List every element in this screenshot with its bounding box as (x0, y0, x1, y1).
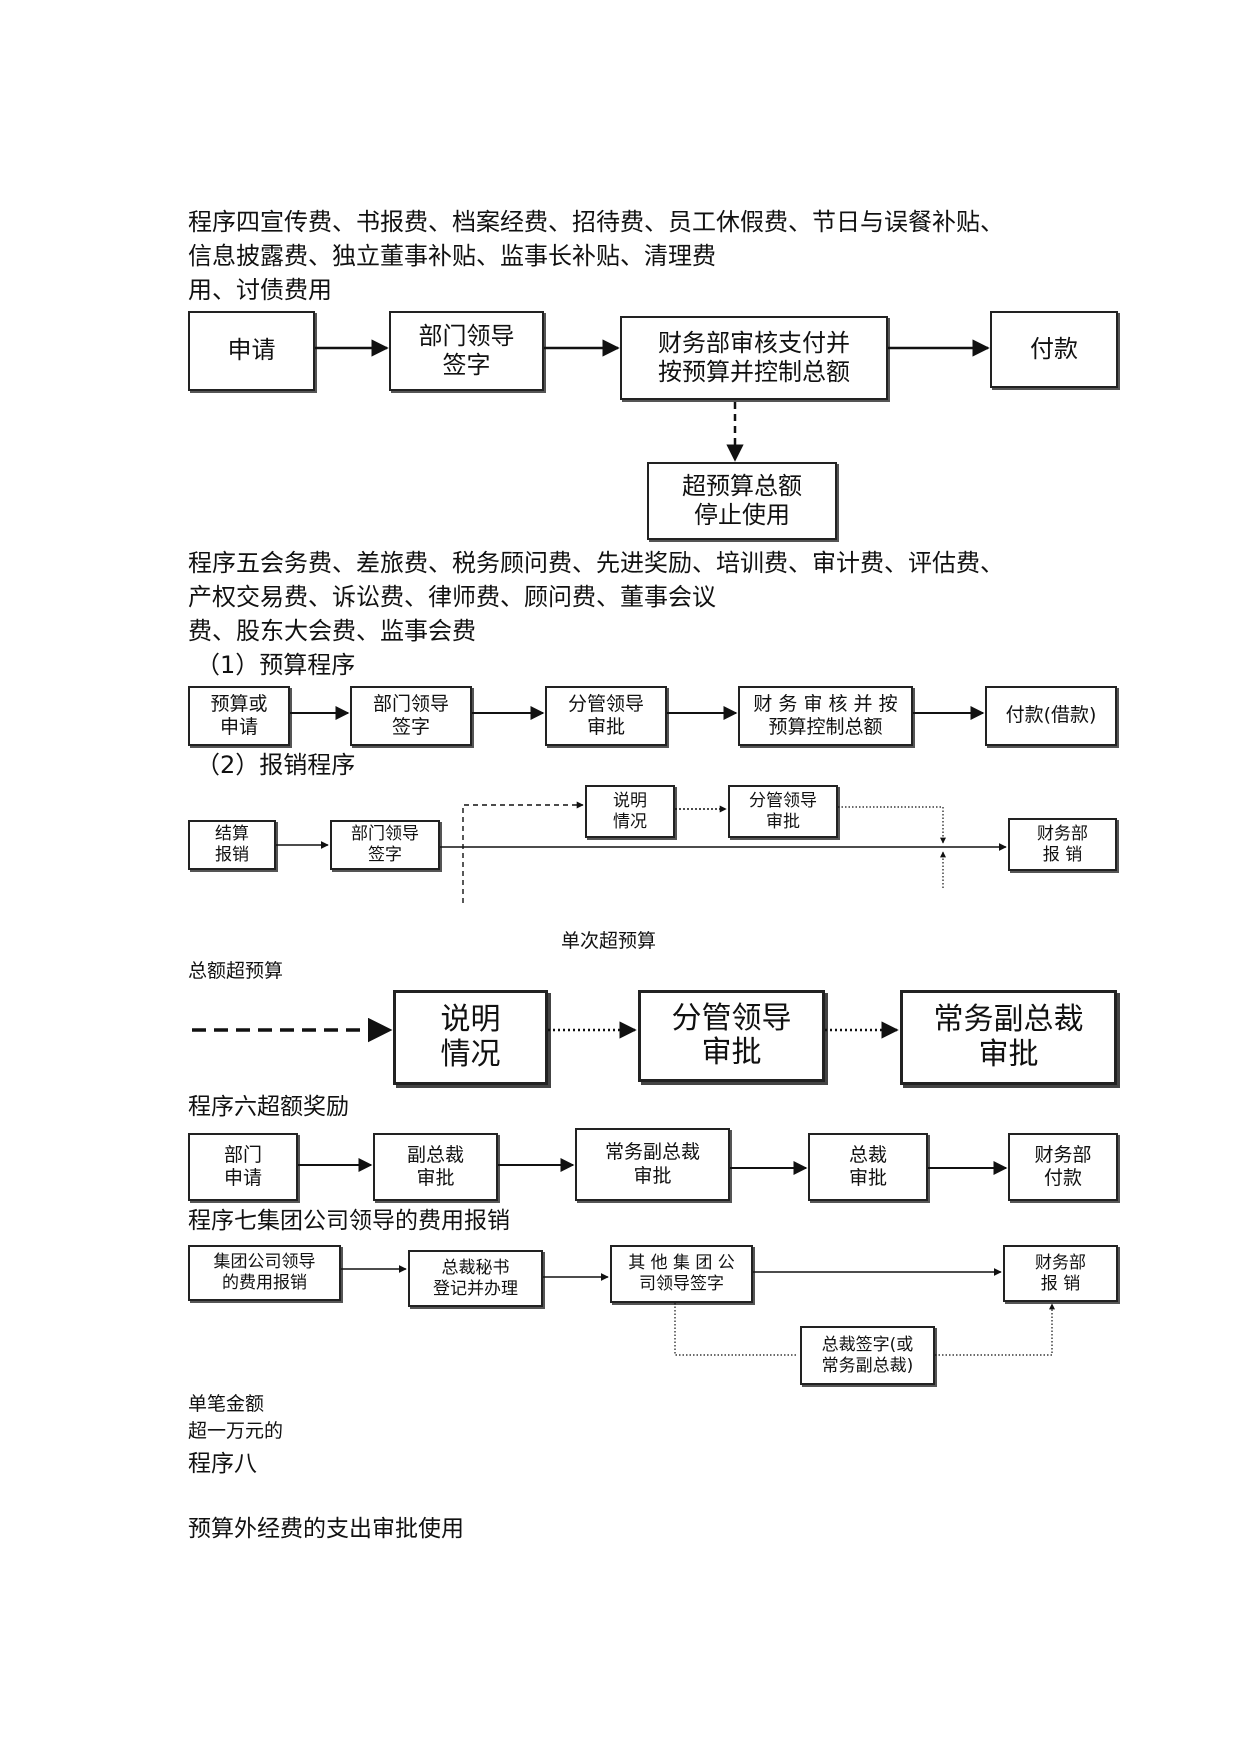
prog5-reimb-finance-box: 财务部 报 销 (1008, 818, 1117, 871)
prog5-reimb-label: （2）报销程序 (196, 751, 356, 779)
prog6-exec-vp-approve-box: 常务副总裁 审批 (575, 1128, 730, 1201)
prog8-title: 程序八 (188, 1451, 257, 1477)
prog4-title-line3: 用、讨债费用 (188, 276, 332, 304)
prog8-desc: 预算外经费的支出审批使用 (188, 1516, 464, 1542)
prog4-apply-box: 申请 (188, 311, 315, 391)
prog4-pay-box: 付款 (990, 311, 1118, 388)
prog7-leader-expense-box: 集团公司领导 的费用报销 (188, 1245, 341, 1301)
prog5-total-over-label: 总额超预算 (188, 960, 284, 982)
prog7-other-leaders-box: 其 他 集 团 公 司领导签字 (610, 1245, 753, 1303)
prog5-big-explain-box: 说明 情况 (393, 990, 548, 1085)
prog7-president-sign-box: 总裁签字(或 常务副总裁) (800, 1326, 935, 1385)
prog7-secretary-box: 总裁秘书 登记并办理 (408, 1250, 543, 1307)
prog4-finance-audit-box: 财务部审核支付并 按预算并控制总额 (620, 316, 888, 400)
prog5-budget-apply-box: 预算或 申请 (188, 686, 290, 746)
arrow-dashed-to-explain (462, 801, 584, 903)
prog6-arrows (298, 1158, 1008, 1175)
prog6-dept-apply-box: 部门 申请 (188, 1133, 298, 1201)
prog4-dept-sign-box: 部门领导 签字 (389, 311, 544, 391)
prog5-reimb-arrows (276, 801, 1007, 903)
prog5-reimb-settle-box: 结算 报销 (188, 820, 276, 870)
prog5-title-line1: 程序五会务费、差旅费、税务顾问费、先进奖励、培训费、审计费、评估费、 (188, 549, 1004, 577)
prog7-note-line2: 超一万元的 (188, 1420, 284, 1442)
prog6-title: 程序六超额奖励 (188, 1094, 349, 1120)
prog7-title: 程序七集团公司领导的费用报销 (188, 1208, 510, 1234)
prog7-arrows (341, 1265, 1055, 1356)
arrow-p7-dotted-to-president (674, 1303, 798, 1356)
prog5-reimb-dept-sign-box: 部门领导 签字 (330, 820, 440, 870)
prog5-big-exec-vp-box: 常务副总裁 审批 (900, 990, 1117, 1085)
prog5-reimb-mgr-approve-box: 分管领导 审批 (728, 785, 838, 838)
prog6-vp-approve-box: 副总裁 审批 (373, 1133, 498, 1201)
prog5-single-over-label: 单次超预算 (561, 930, 657, 952)
prog5-title-line3: 费、股东大会费、监事会费 (188, 617, 476, 645)
arrow-p7-president-to-finance (935, 1303, 1055, 1356)
prog5-budget-dept-sign-box: 部门领导 签字 (350, 686, 472, 746)
prog5-budget-pay-box: 付款(借款) (985, 686, 1117, 746)
prog5-reimb-explain-box: 说明 情况 (585, 785, 675, 838)
prog4-arrows (315, 339, 990, 462)
prog7-finance-box: 财务部 报 销 (1003, 1245, 1118, 1302)
prog5-title-line2: 产权交易费、诉讼费、律师费、顾问费、董事会议 (188, 583, 716, 611)
prog6-president-approve-box: 总裁 审批 (808, 1133, 928, 1201)
prog4-title-line1: 程序四宣传费、书报费、档案经费、招待费、员工休假费、节日与误餐补贴、 (188, 208, 1004, 236)
prog4-title-line2: 信息披露费、独立董事补贴、监事长补贴、清理费 (188, 242, 716, 270)
arrow-mgr-down (838, 806, 946, 844)
prog5-budget-fin-audit-box: 财 务 审 核 并 按 预算控制总额 (738, 686, 913, 746)
prog5-big-mgr-approve-box: 分管领导 审批 (638, 990, 825, 1082)
prog5-budget-label: （1）预算程序 (196, 651, 356, 679)
prog6-finance-pay-box: 财务部 付款 (1008, 1133, 1118, 1201)
prog5-budget-mgr-approve-box: 分管领导 审批 (545, 686, 667, 746)
prog7-note-line1: 单笔金额 (188, 1393, 265, 1415)
prog4-over-budget-box: 超预算总额 停止使用 (647, 462, 837, 540)
